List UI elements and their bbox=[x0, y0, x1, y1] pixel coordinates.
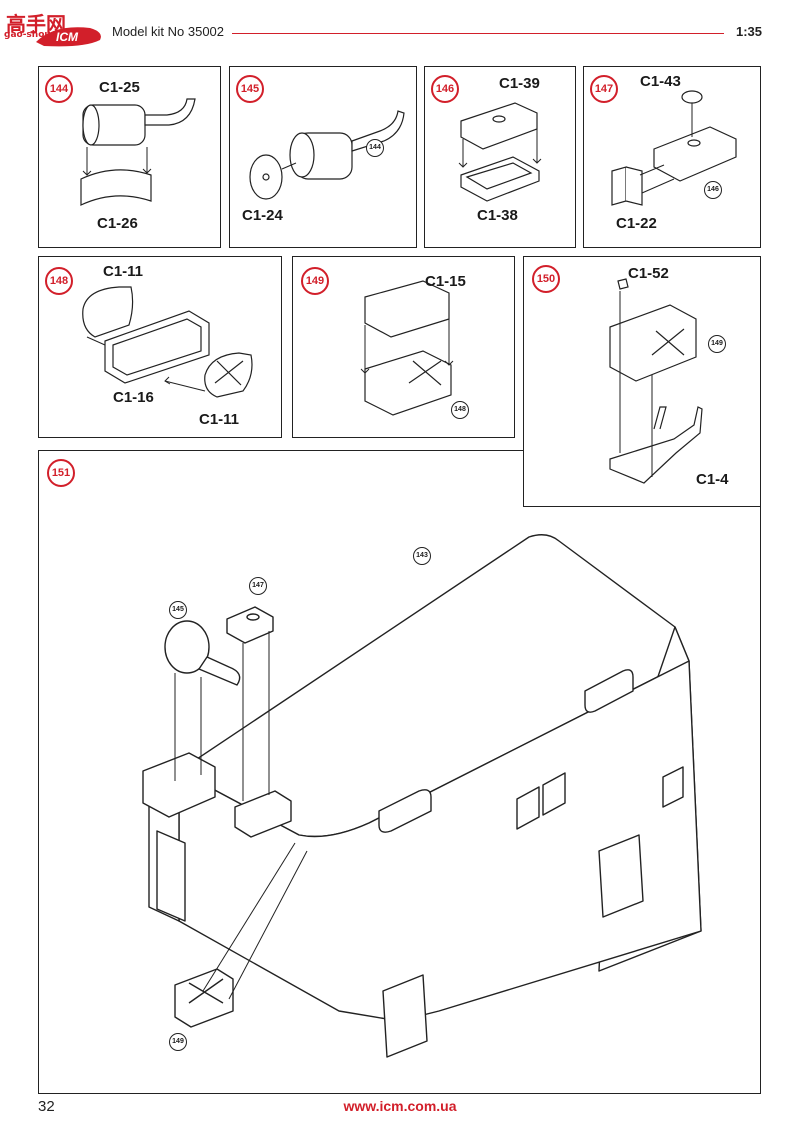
part-label: C1-4 bbox=[696, 471, 729, 488]
step-148-drawing bbox=[82, 286, 253, 398]
step-150-panel: 150 C1-52 C1-4 149 bbox=[523, 256, 761, 507]
watermark-url: gao-shou.com bbox=[4, 30, 76, 40]
step-149-badge: 149 bbox=[301, 267, 329, 295]
ref-badge: 144 bbox=[366, 139, 384, 157]
step-150-drawing bbox=[609, 278, 703, 484]
part-label: C1-39 bbox=[499, 75, 540, 92]
svg-text:ICM: ICM bbox=[56, 30, 79, 44]
footer-website[interactable]: www.icm.com.ua bbox=[343, 1098, 457, 1114]
step-147-panel: 147 C1-43 C1-22 146 bbox=[583, 66, 761, 248]
page-number: 32 bbox=[38, 1098, 55, 1115]
header-rule bbox=[232, 33, 724, 34]
step-151-panel: 151 143 147 145 149 bbox=[38, 450, 761, 1094]
step-147-drawing bbox=[611, 90, 737, 206]
step-146-drawing bbox=[458, 102, 542, 202]
step-146-badge: 146 bbox=[431, 75, 459, 103]
part-label: C1-15 bbox=[425, 273, 466, 290]
scale-label: 1:35 bbox=[736, 24, 763, 39]
step-145-drawing bbox=[249, 110, 405, 200]
part-label: C1-22 bbox=[616, 215, 657, 232]
icm-logo: ICM bbox=[36, 27, 101, 47]
step-151-badge: 151 bbox=[47, 459, 75, 487]
step-149-drawing bbox=[360, 280, 454, 416]
step-150-badge: 150 bbox=[532, 265, 560, 293]
step-148-badge: 148 bbox=[45, 267, 73, 295]
part-label: C1-38 bbox=[477, 207, 518, 224]
model-kit-number: Model kit No 35002 bbox=[112, 24, 225, 39]
part-label: C1-11 bbox=[199, 411, 240, 428]
step-151-drawing bbox=[142, 534, 702, 1058]
part-label: C1-11 bbox=[103, 263, 144, 280]
ref-badge: 146 bbox=[704, 181, 722, 199]
part-label: C1-26 bbox=[97, 215, 138, 232]
step-145-panel: 145 C1-24 144 bbox=[229, 66, 417, 248]
ref-badge: 145 bbox=[169, 601, 187, 619]
step-144-panel: 144 C1-25 C1-26 bbox=[38, 66, 221, 248]
step-147-badge: 147 bbox=[590, 75, 618, 103]
step-149-panel: 149 C1-15 148 bbox=[292, 256, 515, 438]
step-145-badge: 145 bbox=[236, 75, 264, 103]
ref-badge: 148 bbox=[451, 401, 469, 419]
ref-badge: 147 bbox=[249, 577, 267, 595]
part-label: C1-43 bbox=[640, 73, 681, 90]
step-148-panel: 148 C1-11 C1-16 C1-11 bbox=[38, 256, 282, 438]
step-144-drawing bbox=[80, 98, 196, 206]
ref-badge: 143 bbox=[413, 547, 431, 565]
step-144-badge: 144 bbox=[45, 75, 73, 103]
part-label: C1-16 bbox=[113, 389, 154, 406]
page-header: 高手网 gao-shou.com ICM Model kit No 35002 … bbox=[0, 0, 800, 60]
step-146-panel: 146 C1-39 C1-38 bbox=[424, 66, 576, 248]
part-label: C1-24 bbox=[242, 207, 283, 224]
part-label: C1-25 bbox=[99, 79, 140, 96]
ref-badge: 149 bbox=[169, 1033, 187, 1051]
ref-badge: 149 bbox=[708, 335, 726, 353]
part-label: C1-52 bbox=[628, 265, 669, 282]
